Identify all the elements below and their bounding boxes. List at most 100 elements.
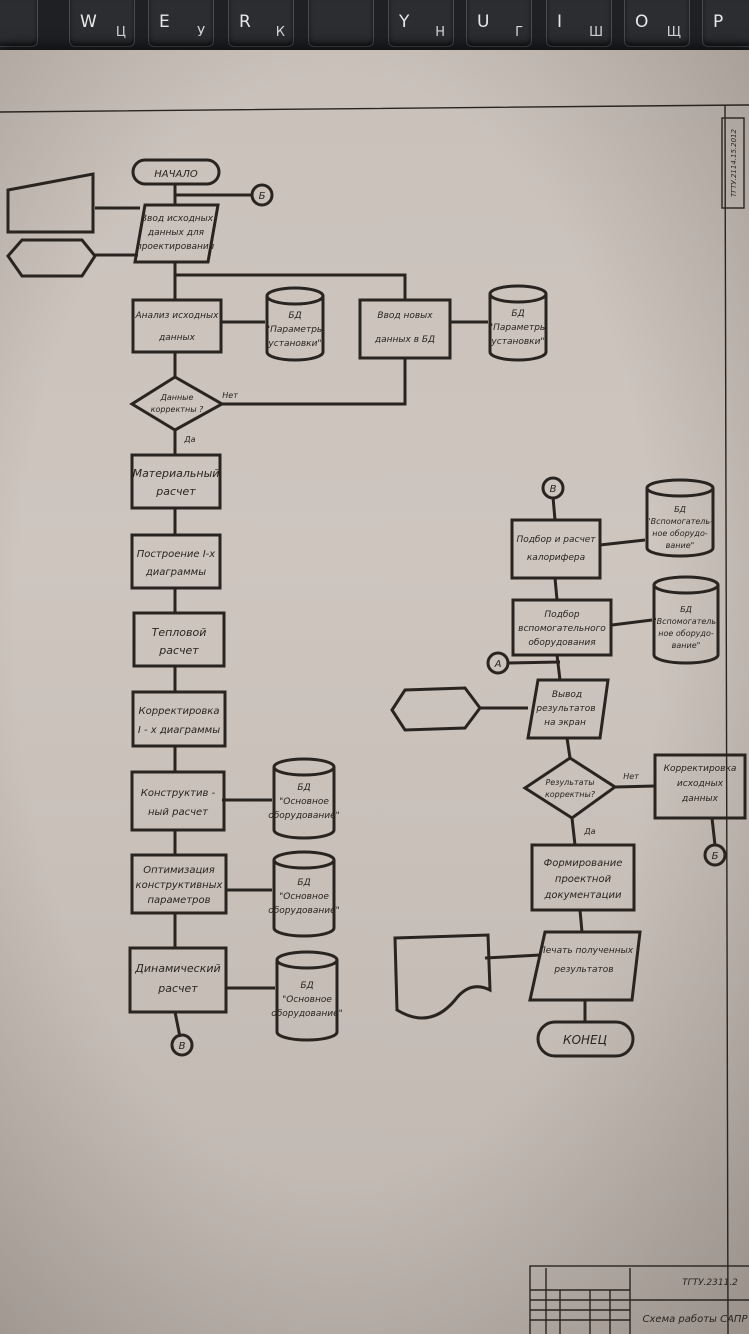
svg-text:проектирования: проектирования: [136, 242, 215, 252]
svg-text:"Вспомогатель-: "Вспомогатель-: [647, 517, 713, 526]
aux-select-block: Подбор вспомогательного оборудования: [511, 598, 613, 657]
svg-text:"Параметры: "Параметры: [489, 323, 547, 333]
paper-sheet: [0, 50, 749, 1334]
svg-text:оборудования: оборудования: [528, 638, 596, 648]
svg-text:ное оборудо-: ное оборудо-: [658, 629, 714, 638]
ix-correct-block: Корректировка I - х диаграммы: [131, 690, 227, 748]
connector-b-top: Б: [250, 183, 274, 207]
ix-build-block: Построение I-х диаграммы: [130, 533, 222, 590]
svg-text:диаграммы: диаграммы: [145, 567, 206, 578]
svg-text:Конструктив -: Конструктив -: [141, 788, 216, 799]
svg-text:Материальный: Материальный: [133, 467, 220, 480]
dynamic-block: Динамический расчет: [128, 946, 228, 1014]
svg-text:конструктивных: конструктивных: [136, 880, 223, 891]
title-block: ТГТУ.2311.2 Схема работы САПР: [529, 1265, 749, 1334]
svg-text:вспомогательного: вспомогательного: [518, 624, 606, 634]
svg-text:Подбор и расчет: Подбор и расчет: [516, 535, 596, 545]
input-data-block: Ввод исходных данных для проектирования: [133, 203, 220, 264]
svg-text:оборудование": оборудование": [268, 811, 340, 821]
svg-text:Нет: Нет: [222, 391, 238, 400]
svg-text:В: В: [179, 1041, 186, 1052]
flow-lines: [95, 185, 717, 1038]
svg-text:ное оборудо-: ное оборудо-: [652, 529, 708, 538]
svg-text:корректны?: корректны?: [545, 790, 596, 799]
svg-text:вание": вание": [666, 541, 695, 550]
db-aux-1: БД "Вспомогатель- ное оборудо- вание": [645, 478, 715, 558]
display-symbol-right: [390, 686, 482, 732]
keyboard-key: PЗ: [702, 0, 749, 47]
svg-text:Подбор: Подбор: [544, 610, 580, 620]
svg-text:результатов: результатов: [553, 965, 613, 975]
db-params-2: БД "Параметры установки": [488, 284, 548, 362]
svg-text:Б: Б: [259, 191, 266, 202]
svg-text:Ввод исходных: Ввод исходных: [141, 214, 214, 224]
keyboard-input-symbol: [6, 172, 95, 234]
laptop-keyboard: Q WЦ EУ RК YН UГ IШ OЩ PЗ: [0, 0, 749, 60]
svg-text:БД: БД: [288, 311, 301, 321]
svg-text:А: А: [494, 659, 502, 670]
db-main-3: БД "Основное оборудование": [271, 950, 343, 1042]
svg-text:БД: БД: [674, 505, 686, 514]
end-terminator: КОНЕЦ: [536, 1020, 635, 1058]
svg-text:"Параметры: "Параметры: [266, 325, 324, 335]
svg-text:установки": установки": [267, 339, 321, 349]
svg-text:оборудование": оборудование": [268, 906, 340, 916]
svg-text:НАЧАЛО: НАЧАЛО: [154, 169, 198, 180]
frame-top-line: [0, 104, 749, 113]
svg-text:вание": вание": [672, 641, 701, 650]
svg-text:БД: БД: [300, 981, 313, 991]
svg-text:"Вспомогатель-: "Вспомогатель-: [653, 617, 719, 626]
svg-text:КОНЕЦ: КОНЕЦ: [563, 1033, 607, 1047]
db-aux-2: БД "Вспомогатель- ное оборудо- вание": [652, 575, 720, 665]
svg-text:корректны ?: корректны ?: [151, 405, 204, 414]
connector-v-bottom: В: [170, 1033, 194, 1057]
frame-right-line: [724, 104, 729, 1334]
svg-text:калорифера: калорифера: [527, 553, 585, 563]
svg-text:"Основное: "Основное: [282, 995, 332, 1005]
svg-text:"Основное: "Основное: [279, 797, 329, 807]
svg-text:Построение I-х: Построение I-х: [137, 549, 216, 560]
svg-text:"Основное: "Основное: [279, 892, 329, 902]
material-block: Материальный расчет: [130, 453, 222, 510]
svg-text:данных в БД: данных в БД: [374, 335, 435, 345]
svg-text:Печать полученных: Печать полученных: [539, 946, 634, 956]
forming-block: Формирование проектной документации: [530, 843, 636, 912]
svg-text:Вывод: Вывод: [552, 690, 582, 700]
thermal-block: Тепловой расчет: [132, 611, 226, 668]
svg-text:Да: Да: [583, 827, 595, 836]
svg-text:установки": установки": [490, 337, 544, 347]
svg-text:Да: Да: [183, 435, 195, 444]
db-params-1: БД "Параметры установки": [265, 286, 325, 362]
svg-text:расчет: расчет: [157, 982, 198, 995]
svg-text:Корректировка: Корректировка: [664, 764, 737, 774]
start-terminator: НАЧАЛО: [131, 158, 221, 186]
svg-text:проектной: проектной: [555, 874, 612, 885]
keyboard-key: Q: [0, 0, 38, 47]
svg-text:данных: данных: [681, 794, 719, 804]
output-block: Вывод результатов на экран: [526, 678, 610, 740]
connector-v-right: В: [541, 476, 565, 500]
svg-text:результатов: результатов: [535, 704, 595, 714]
analysis-block: Анализ исходных данных: [131, 298, 223, 354]
svg-text:данных: данных: [158, 333, 196, 343]
svg-text:документации: документации: [544, 890, 622, 901]
svg-text:В: В: [550, 484, 557, 495]
svg-text:I - х диаграммы: I - х диаграммы: [138, 725, 220, 736]
correct-input-block: Корректировка исходных данных: [653, 753, 747, 820]
db-main-1: БД "Основное оборудование": [268, 757, 340, 840]
svg-text:Нет: Нет: [623, 772, 639, 781]
svg-text:исходных: исходных: [677, 779, 724, 789]
connector-a: А: [486, 651, 510, 675]
svg-text:данных для: данных для: [147, 228, 205, 238]
svg-text:расчет: расчет: [158, 644, 199, 657]
stamp-box: [721, 117, 745, 209]
svg-text:Анализ исходных: Анализ исходных: [135, 311, 220, 321]
svg-text:параметров: параметров: [147, 895, 210, 906]
print-block: Печать полученных результатов: [528, 930, 642, 1002]
